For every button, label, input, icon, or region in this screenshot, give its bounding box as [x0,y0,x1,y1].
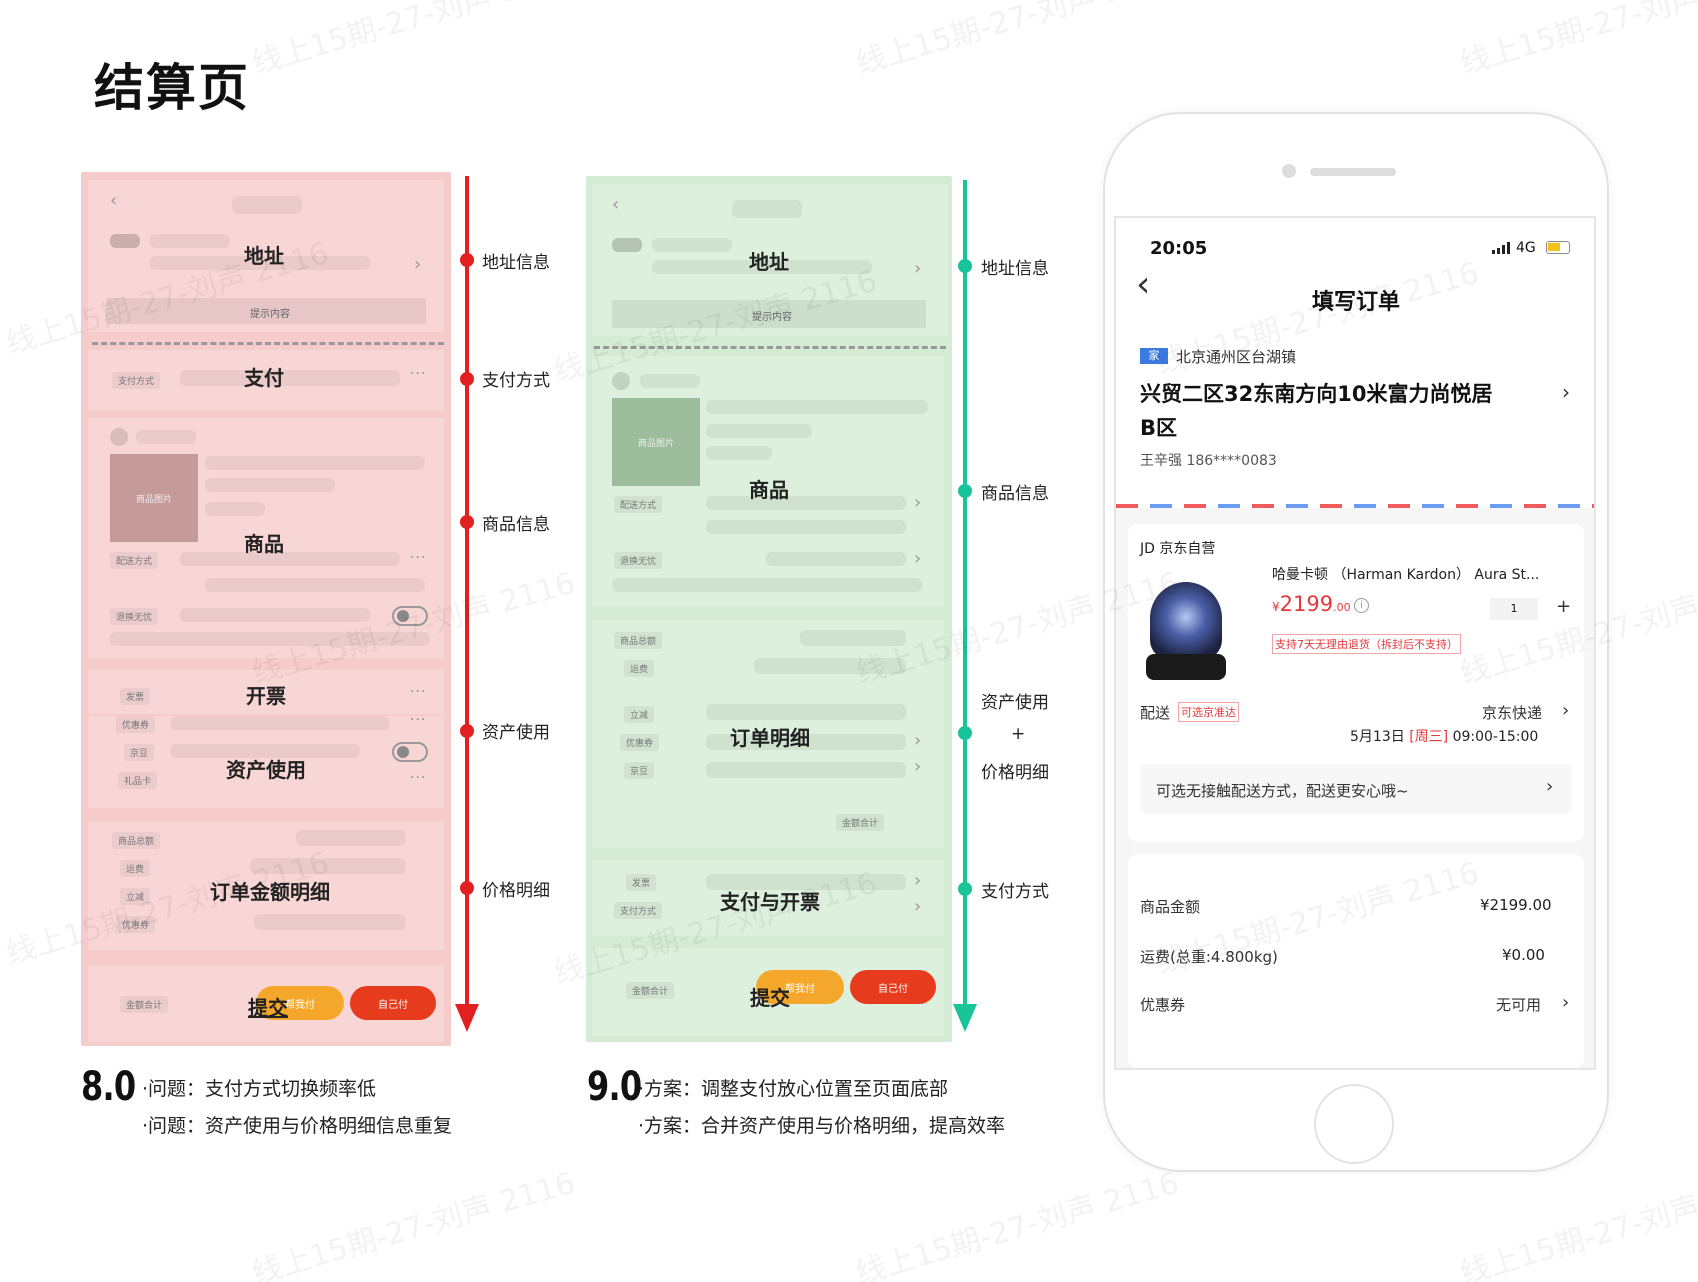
v9-goods-delivery: 配送方式 [614,496,662,513]
v8-amount-total: 商品总额 [112,832,160,849]
page-title: 结算页 [94,48,250,120]
product-price: ¥2199.00 [1272,592,1351,616]
v8-assets-title: 资产使用 [226,754,306,783]
v9-version: 9.0 [587,1064,641,1110]
contactless-notice-text: 可选无接触配送方式，配送更安心哦~ [1156,780,1409,801]
summary-value: ¥2199.00 [1480,896,1552,914]
v9-note: ·方案：调整支付放心位置至页面底部 [638,1074,948,1101]
notice-chevron-icon[interactable]: › [1546,776,1553,797]
chevron-right-icon: › [914,258,921,279]
v8-submit-sum: 金额合计 [120,996,168,1013]
v9-order-jingdou: 京豆 [624,762,654,779]
watermark: 线上15期-27-刘声 2116 [246,0,579,82]
v8-version: 8.0 [81,1064,135,1110]
summary-value: ¥0.00 [1502,946,1545,964]
status-time: 20:05 [1150,238,1207,259]
v9-order-freight: 运费 [624,660,654,677]
v9-goods-image: 商品图片 [612,398,700,486]
v9-note: ·方案：合并资产使用与价格明细，提高效率 [638,1111,1005,1138]
return-policy-tag: 支持7天无理由退货（拆封后不支持） [1272,634,1461,654]
chevron-right-icon: › [414,254,421,275]
info-icon[interactable]: i [1354,598,1369,613]
v9-timeline-label: 商品信息 [981,479,1049,504]
delivery-label: 配送 [1140,702,1170,723]
watermark: 线上15期-27-刘声 2116 [246,1158,579,1282]
v9-payinv-invoice: 发票 [626,874,656,891]
address-line2: B区 [1140,412,1177,442]
v9-timeline-label: 支付方式 [981,877,1049,902]
v8-timeline-label: 商品信息 [482,510,550,535]
summary-value: 无可用 [1496,994,1541,1015]
v8-self-pay-button[interactable]: 自己付 [350,986,436,1020]
v9-timeline-label: 资产使用 [981,688,1049,713]
v8-assets-jingdou: 京豆 [124,744,154,761]
v8-note: ·问题：支付方式切换频率低 [142,1074,376,1101]
v8-payment-label: 支付方式 [112,372,160,389]
v8-address-hint: 提示内容 [250,305,290,320]
v8-amount-freight: 运费 [120,860,150,877]
v8-goods-image: 商品图片 [110,454,198,542]
v9-payinv-pay: 支付方式 [614,902,662,919]
v8-payment-title: 支付 [244,362,284,391]
more-icon: ··· [410,366,426,382]
address-line1: 兴贸二区32东南方向10米富力尚悦居 [1140,378,1492,408]
v8-assets-giftcard: 礼品卡 [118,772,157,789]
v9-self-pay-button[interactable]: 自己付 [850,970,936,1004]
v9-timeline-label: 地址信息 [981,254,1049,279]
delivery-tag: 可选京准达 [1178,702,1239,722]
v9-order-total: 商品总额 [614,632,662,649]
summary-label: 优惠券 [1140,994,1185,1015]
v8-note: ·问题：资产使用与价格明细信息重复 [142,1111,452,1138]
v8-invoice-label: 发票 [120,688,150,705]
quantity-field[interactable]: 1 [1490,598,1538,620]
network-label: 4G [1516,240,1536,256]
watermark: 线上15期-27-刘声 2116 [850,1158,1183,1282]
v9-submit-title: 提交 [750,982,790,1011]
signal-icon [1492,242,1510,254]
delivery-time: 5月13日 [周三] 09:00-15:00 [1350,726,1538,746]
v9-timeline-label: 价格明细 [981,758,1049,783]
v9-address-title: 地址 [749,246,789,275]
v9-timeline-plus: + [1011,724,1025,744]
v9-submit-sum: 金额合计 [626,982,674,999]
phone-camera [1282,164,1296,178]
v8-jingdou-toggle[interactable] [392,742,428,762]
v9-timeline-arrow-icon [953,1004,977,1032]
watermark: 线上15期-27-刘声 2116 [1454,1158,1698,1282]
v8-assets-coupon: 优惠券 [116,716,155,733]
back-button[interactable]: ‹ [1136,264,1150,305]
v9-goods-return: 退换无忧 [614,552,662,569]
v9-order-reduce: 立减 [624,706,654,723]
v8-goods-return: 退换无忧 [110,608,158,625]
v8-submit-title: 提交 [248,992,288,1021]
v9-order-sum: 金额合计 [836,814,884,831]
delivery-carrier: 京东快递 [1482,702,1542,723]
product-name: 哈曼卡顿 （Harman Kardon） Aura St... [1272,564,1539,584]
summary-label: 商品金额 [1140,896,1200,917]
address-contact: 王辛强 186****0083 [1140,450,1277,470]
v8-timeline-label: 支付方式 [482,366,550,391]
coupon-chevron-icon[interactable]: › [1562,992,1569,1013]
v8-goods-delivery: 配送方式 [110,552,158,569]
v8-timeline-arrow-icon [455,1004,479,1032]
watermark: 线上15期-27-刘声 2116 [850,0,1183,82]
back-icon: ‹ [110,190,117,211]
v9-order-coupon: 优惠券 [620,734,659,751]
phone-home-button[interactable] [1314,1084,1394,1164]
delivery-chevron-icon[interactable]: › [1562,700,1569,721]
v8-timeline-label: 价格明细 [482,876,550,901]
plus-button[interactable]: + [1556,596,1571,617]
back-icon: ‹ [612,194,619,215]
watermark: 线上15期-27-刘声 2116 [1454,0,1698,82]
phone-speaker [1310,168,1396,176]
store-name: JD 京东自营 [1140,538,1215,558]
v8-timeline-label: 资产使用 [482,718,550,743]
v8-timeline-label: 地址信息 [482,248,550,273]
battery-icon [1546,241,1570,254]
address-chevron-icon[interactable]: › [1562,380,1570,404]
address-stripe [1116,504,1594,508]
